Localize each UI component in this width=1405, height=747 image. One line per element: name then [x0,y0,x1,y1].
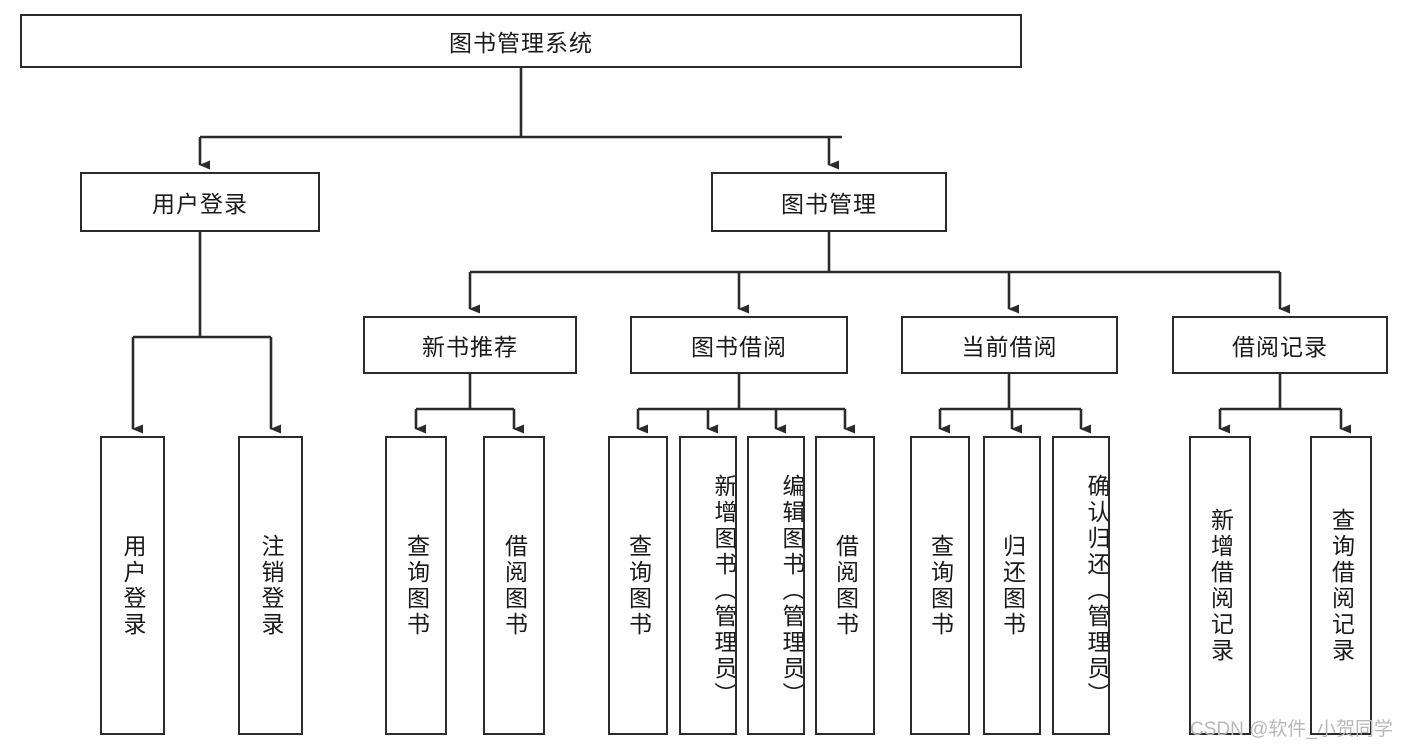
leaf-query-book-current[interactable]: 查询图书 [910,436,970,735]
leaf-edit-book-admin[interactable]: 编辑图书（管理员） [747,436,805,735]
watermark-text: CSDN @软件_小贺同学 [1190,719,1393,740]
leaf-query-book-recommend[interactable]: 查询图书 [385,436,447,735]
leaf-return-book[interactable]: 归还图书 [983,436,1041,735]
node-root-system[interactable]: 图书管理系统 [20,14,1022,68]
leaf-logout[interactable]: 注销登录 [238,436,303,735]
node-user-login[interactable]: 用户登录 [80,172,320,232]
node-borrow-record[interactable]: 借阅记录 [1172,316,1388,374]
leaf-query-book-borrow[interactable]: 查询图书 [608,436,668,735]
leaf-query-borrow-record[interactable]: 查询借阅记录 [1310,436,1372,735]
leaf-add-borrow-record[interactable]: 新增借阅记录 [1189,436,1251,735]
node-book-management[interactable]: 图书管理 [711,172,947,232]
leaf-borrow-book[interactable]: 借阅图书 [815,436,875,735]
node-new-book-recommend[interactable]: 新书推荐 [363,316,577,374]
leaf-add-book-admin[interactable]: 新增图书（管理员） [679,436,737,735]
leaf-borrow-book-recommend[interactable]: 借阅图书 [483,436,545,735]
node-book-borrow[interactable]: 图书借阅 [630,316,848,374]
leaf-user-login[interactable]: 用户登录 [100,436,165,735]
leaf-confirm-return-admin[interactable]: 确认归还（管理员） [1052,436,1110,735]
node-current-borrow[interactable]: 当前借阅 [901,316,1118,374]
